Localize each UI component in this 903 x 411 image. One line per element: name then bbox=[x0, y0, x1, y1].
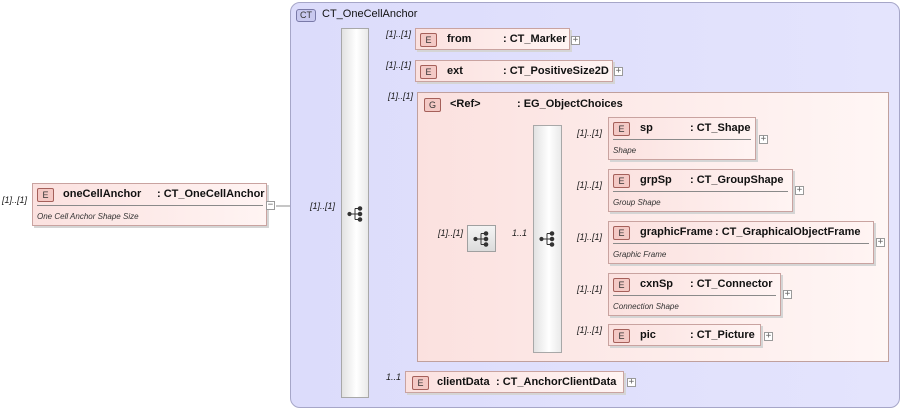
group-multiplicity: [1]..[1] bbox=[388, 91, 414, 101]
group-type: : EG_ObjectChoices bbox=[517, 98, 623, 110]
element-doc: Group Shape bbox=[613, 198, 661, 207]
element-graphicframe[interactable]: E graphicFrame : CT_GraphicalObjectFrame… bbox=[608, 221, 874, 264]
complex-type-title: CT_OneCellAnchor bbox=[322, 8, 418, 20]
element-badge: E bbox=[412, 376, 429, 390]
sequence-icon bbox=[347, 206, 363, 222]
grpsp-multiplicity: [1]..[1] bbox=[577, 180, 603, 190]
root-element-type: : CT_OneCellAnchor bbox=[157, 188, 265, 200]
expand-icon[interactable]: + bbox=[614, 66, 623, 76]
clientdata-multiplicity: 1..1 bbox=[386, 372, 402, 382]
element-badge: E bbox=[37, 188, 54, 202]
ext-multiplicity: [1]..[1] bbox=[386, 60, 412, 70]
expand-icon[interactable]: + bbox=[764, 331, 773, 341]
from-multiplicity: [1]..[1] bbox=[386, 29, 412, 39]
doc-divider bbox=[37, 205, 263, 206]
root-element-box[interactable]: E oneCellAnchor : CT_OneCellAnchor One C… bbox=[32, 183, 267, 226]
expand-icon[interactable]: + bbox=[795, 185, 804, 195]
element-type: : CT_AnchorClientData bbox=[496, 376, 617, 388]
element-badge: E bbox=[420, 65, 437, 79]
choice-multiplicity: [1]..[1] bbox=[438, 228, 464, 238]
element-doc: Shape bbox=[613, 146, 637, 155]
element-clientdata[interactable]: E clientData : CT_AnchorClientData bbox=[405, 371, 624, 393]
group-badge: G bbox=[424, 98, 441, 112]
element-name: ext bbox=[447, 65, 463, 77]
element-badge: E bbox=[613, 329, 630, 343]
cxnsp-multiplicity: [1]..[1] bbox=[577, 284, 603, 294]
pic-multiplicity: [1]..[1] bbox=[577, 325, 603, 335]
element-sp[interactable]: E sp : CT_Shape Shape bbox=[608, 117, 756, 160]
doc-divider bbox=[613, 243, 869, 244]
element-badge: E bbox=[613, 174, 630, 188]
expand-icon[interactable]: + bbox=[876, 237, 885, 247]
inner-sequence-compositor[interactable] bbox=[533, 125, 562, 353]
element-grpsp[interactable]: E grpSp : CT_GroupShape Group Shape bbox=[608, 169, 793, 212]
choice-compositor[interactable] bbox=[467, 225, 496, 252]
element-name: grpSp bbox=[640, 174, 672, 186]
group-name: <Ref> bbox=[450, 98, 481, 110]
doc-divider bbox=[613, 191, 788, 192]
element-name: clientData bbox=[437, 376, 490, 388]
collapse-icon[interactable]: − bbox=[266, 200, 275, 210]
element-badge: E bbox=[420, 33, 437, 47]
element-doc: Connection Shape bbox=[613, 302, 679, 311]
root-element-doc: One Cell Anchor Shape Size bbox=[37, 212, 139, 221]
element-badge: E bbox=[613, 122, 630, 136]
root-multiplicity: [1]..[1] bbox=[2, 195, 28, 205]
sp-multiplicity: [1]..[1] bbox=[577, 128, 603, 138]
element-badge: E bbox=[613, 226, 630, 240]
element-type: : CT_GroupShape bbox=[690, 174, 784, 186]
element-type: : CT_PositiveSize2D bbox=[503, 65, 609, 77]
element-pic[interactable]: E pic : CT_Picture bbox=[608, 324, 761, 346]
element-type: : CT_Connector bbox=[690, 278, 773, 290]
choice-icon bbox=[473, 231, 489, 247]
element-name: sp bbox=[640, 122, 653, 134]
element-name: from bbox=[447, 33, 472, 45]
expand-icon[interactable]: + bbox=[627, 377, 636, 387]
element-name: pic bbox=[640, 329, 656, 341]
graphicframe-multiplicity: [1]..[1] bbox=[577, 232, 603, 242]
element-type: : CT_GraphicalObjectFrame bbox=[715, 226, 861, 238]
sequence-link-multiplicity: [1]..[1] bbox=[310, 201, 336, 211]
complex-type-badge: CT bbox=[296, 9, 316, 22]
element-from[interactable]: E from : CT_Marker bbox=[415, 28, 570, 50]
doc-divider bbox=[613, 139, 751, 140]
element-doc: Graphic Frame bbox=[613, 250, 667, 259]
inner-sequence-multiplicity: 1..1 bbox=[512, 228, 528, 238]
sequence-icon bbox=[539, 231, 555, 247]
element-name: cxnSp bbox=[640, 278, 674, 290]
sequence-compositor[interactable] bbox=[341, 28, 369, 398]
root-element-name: oneCellAnchor bbox=[63, 188, 142, 200]
element-type: : CT_Shape bbox=[690, 122, 751, 134]
element-ext[interactable]: E ext : CT_PositiveSize2D bbox=[415, 60, 613, 82]
expand-icon[interactable]: + bbox=[759, 134, 768, 144]
element-cxnsp[interactable]: E cxnSp : CT_Connector Connection Shape bbox=[608, 273, 781, 316]
doc-divider bbox=[613, 295, 776, 296]
expand-icon[interactable]: + bbox=[783, 289, 792, 299]
element-type: : CT_Marker bbox=[503, 33, 567, 45]
element-type: : CT_Picture bbox=[690, 329, 755, 341]
expand-icon[interactable]: + bbox=[571, 35, 580, 45]
element-badge: E bbox=[613, 278, 630, 292]
element-name: graphicFrame bbox=[640, 226, 713, 238]
